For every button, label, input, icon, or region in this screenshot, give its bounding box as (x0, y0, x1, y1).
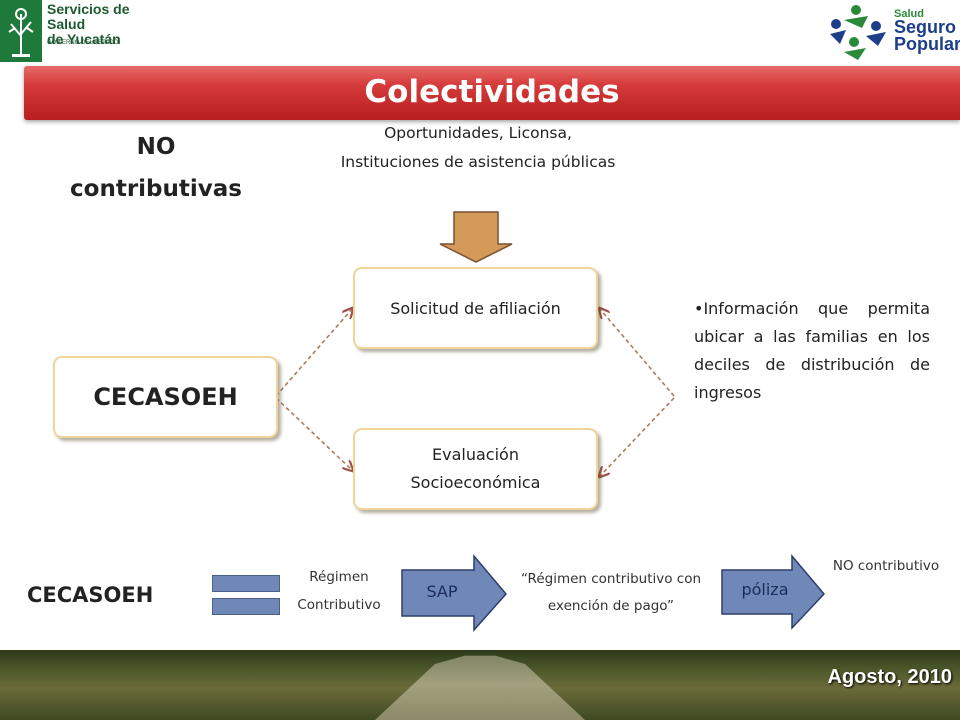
connector-info-evaluacion (600, 397, 675, 476)
tree-logo-icon (0, 0, 42, 62)
title-banner (24, 66, 960, 120)
sap-arrow-icon (401, 553, 507, 632)
seguro-popular-people-icon (830, 5, 886, 60)
oportunidades-text: Oportunidades, Liconsa, Instituciones de… (340, 124, 616, 171)
poliza-label: póliza (741, 580, 789, 599)
cecasoeh-node: CECASOEH (53, 356, 278, 438)
connector-cecasoeh-solicitud (275, 309, 352, 397)
connector-info-solicitud (600, 309, 675, 397)
connector-cecasoeh-evaluacion (275, 397, 352, 470)
equals-bar-top (212, 575, 280, 592)
logo-servicios-salud: Servicios de Salud de Yucatán GOBIERNO D… (0, 0, 135, 62)
no-contributivo-text: NO contributivo (832, 558, 940, 574)
down-arrow-icon (439, 211, 513, 263)
logo-right-popular: Popular (894, 34, 960, 54)
evaluacion-socioeconomica-node: Evaluación Socioeconómica (353, 428, 598, 510)
page-title: Colectividades (364, 74, 620, 110)
footer-date: Agosto, 2010 (827, 666, 952, 688)
equals-bar-bottom (212, 598, 280, 615)
solicitud-afiliacion-node: Solicitud de afiliación (353, 267, 598, 349)
regimen-exencion-text: “Régimen contributivo con exención de pa… (520, 571, 702, 614)
logo-right-salud: Salud (894, 8, 924, 20)
evaluacion-label: Evaluación Socioeconómica (410, 445, 541, 492)
logo-left-subtitle: GOBIERNO DEL ESTADO (47, 40, 119, 46)
logo-right-seguro: Seguro (894, 17, 957, 37)
cecasoeh-bottom-label: CECASOEH (27, 583, 154, 607)
logo-left-name: Servicios de Salud de Yucatán (47, 1, 130, 47)
no-contributivas-heading: NO contributivas (70, 134, 242, 202)
logo-seguro-popular: Salud Seguro Popular (826, 2, 960, 64)
poliza-arrow-icon (721, 553, 826, 630)
info-deciles-text: •Información que permita ubicar a las fa… (694, 299, 930, 402)
sap-label: SAP (426, 582, 458, 601)
regimen-contributivo-text: Régimen Contributivo (297, 569, 381, 613)
